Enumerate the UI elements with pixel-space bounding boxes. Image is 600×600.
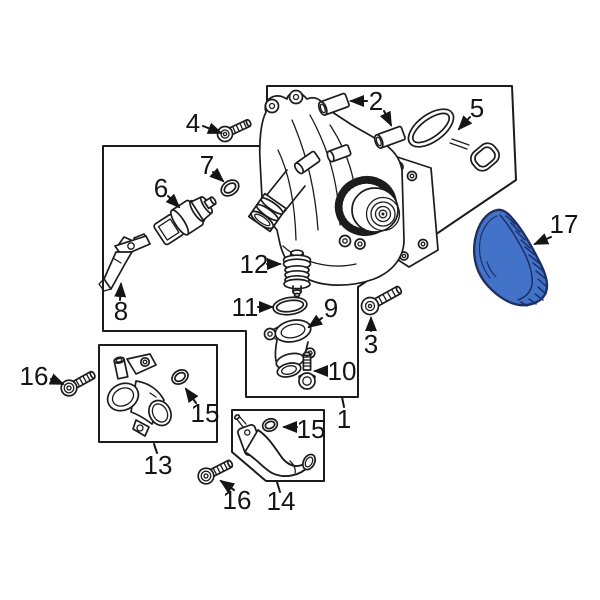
callout-5[interactable]: 5 (470, 93, 484, 123)
callout-17[interactable]: 17 (550, 209, 579, 239)
callout-13[interactable]: 13 (144, 450, 173, 480)
part-2-dowel-pin-b[interactable] (373, 125, 406, 149)
callout-12[interactable]: 12 (240, 249, 269, 279)
belt-rib-band (478, 214, 548, 307)
callout-7[interactable]: 7 (200, 150, 214, 180)
callout-4[interactable]: 4 (186, 108, 200, 138)
part-10-bolt[interactable] (298, 351, 316, 390)
callout-11[interactable]: 11 (232, 292, 259, 322)
part-13-coolant-flange[interactable] (103, 353, 176, 437)
callout-1[interactable]: 1 (337, 404, 351, 434)
callout-15-right[interactable]: 15 (297, 414, 326, 444)
part-15-o-ring-left[interactable] (169, 367, 190, 387)
part-17-drive-belt-highlighted[interactable] (473, 208, 549, 307)
callout-10[interactable]: 10 (328, 356, 357, 386)
callout-16-left[interactable]: 16 (20, 361, 49, 391)
part-14-coolant-pipe[interactable] (233, 414, 318, 477)
callout-15-left[interactable]: 15 (191, 398, 220, 428)
callout-6[interactable]: 6 (154, 173, 168, 203)
callout-2[interactable]: 2 (369, 86, 383, 116)
part-7-o-ring[interactable] (218, 177, 242, 199)
part-15-o-ring-right[interactable] (261, 417, 279, 433)
part-3-bolt[interactable] (358, 282, 404, 318)
part-16-bolt-bottom[interactable] (196, 456, 236, 487)
part-2-dowel-pin-a[interactable] (317, 92, 350, 116)
callout-8[interactable]: 8 (114, 296, 128, 326)
part-11-o-ring[interactable] (272, 295, 308, 317)
group-box-13 (98, 344, 218, 443)
assembly-group-box-1 (102, 85, 517, 398)
part-6-sensor[interactable] (152, 188, 223, 248)
part-4-bolt[interactable] (215, 115, 253, 144)
callout-3[interactable]: 3 (364, 329, 378, 359)
callout-16-bottom[interactable]: 16 (223, 485, 252, 515)
belt-outline[interactable] (473, 208, 549, 307)
callout-arrows (48, 95, 552, 494)
group-box-14 (231, 409, 325, 482)
callout-14[interactable]: 14 (267, 486, 296, 516)
part-9-thermostat-housing[interactable] (263, 317, 316, 379)
part-16-bolt-left[interactable] (58, 367, 98, 398)
part-12-thermostat[interactable] (282, 249, 312, 298)
part-1-water-pump-assembly[interactable] (247, 89, 439, 286)
part-5-gasket[interactable] (402, 102, 503, 175)
part-8-bracket[interactable] (98, 233, 151, 292)
callout-9[interactable]: 9 (324, 293, 338, 323)
